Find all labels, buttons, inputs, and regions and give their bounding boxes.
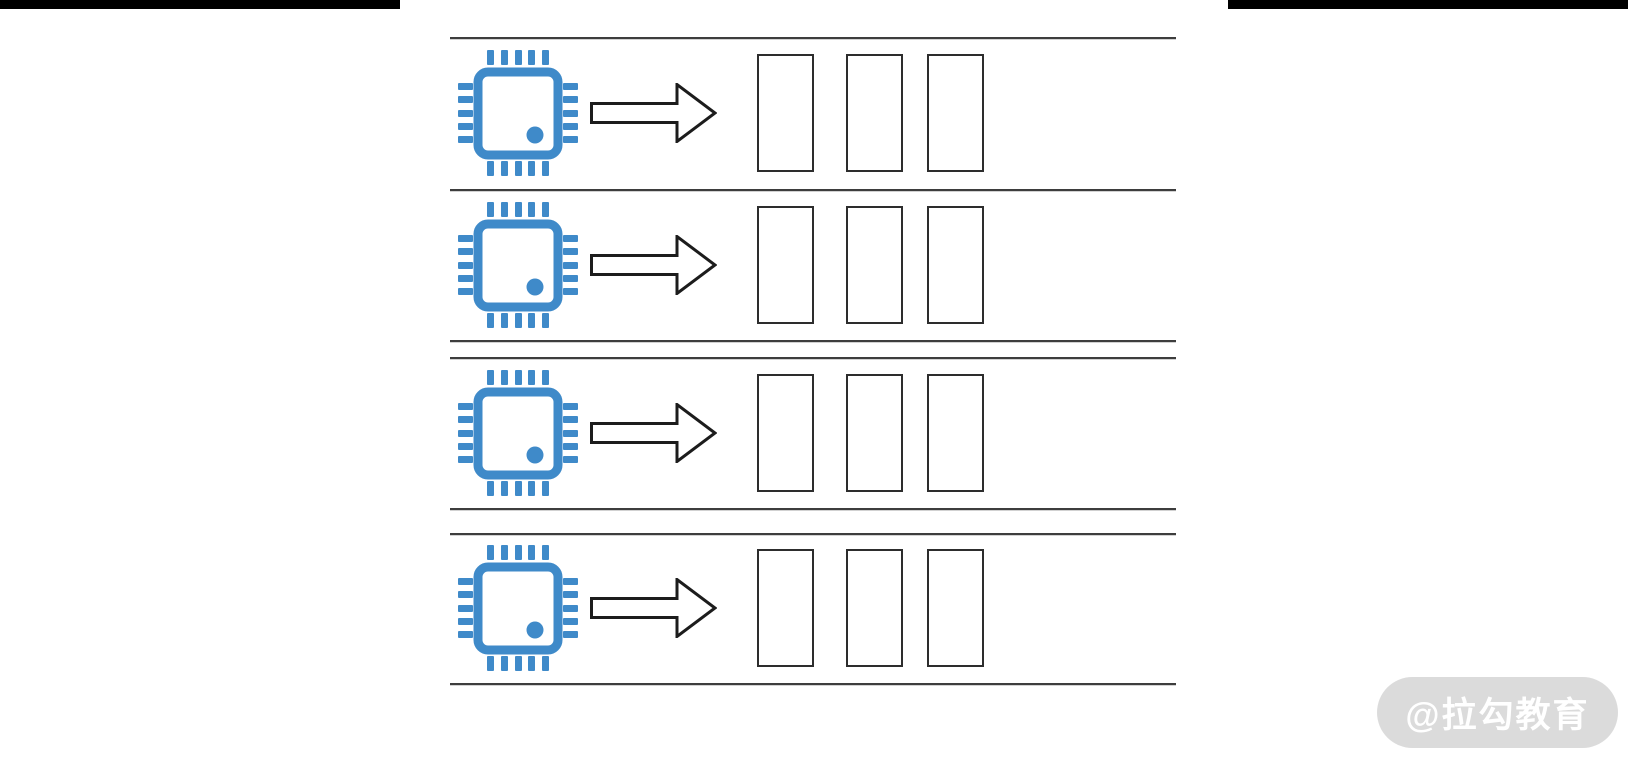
task-queue	[450, 50, 1176, 176]
task-queue	[450, 202, 1176, 328]
cpu-chip-icon	[458, 202, 578, 328]
arrow-right-icon	[590, 578, 717, 638]
separator-line	[450, 37, 1176, 39]
separator-line	[450, 508, 1176, 510]
separator-line	[450, 683, 1176, 685]
arrow-right-icon	[590, 235, 717, 295]
cpu-chip-icon	[458, 50, 578, 176]
cpu-lane-1	[450, 50, 1176, 176]
task-slot	[757, 206, 814, 324]
top-left-black-bar	[0, 0, 400, 9]
task-slot	[927, 549, 984, 667]
task-slot	[757, 549, 814, 667]
separator-line	[450, 189, 1176, 191]
separator-line	[450, 357, 1176, 359]
cpu-lane-4	[450, 545, 1176, 671]
task-slot	[846, 374, 903, 492]
task-slot	[757, 54, 814, 172]
task-slot	[757, 374, 814, 492]
arrow-right-icon	[590, 83, 717, 143]
task-slot	[846, 206, 903, 324]
cpu-lane-3	[450, 370, 1176, 496]
top-right-black-bar	[1228, 0, 1628, 9]
task-slot	[846, 549, 903, 667]
arrow-right-icon	[590, 403, 717, 463]
task-slot	[927, 54, 984, 172]
separator-line	[450, 340, 1176, 342]
separator-line	[450, 533, 1176, 535]
cpu-chip-icon	[458, 370, 578, 496]
task-slot	[846, 54, 903, 172]
watermark-badge: @拉勾教育	[1377, 677, 1618, 748]
cpu-lane-2	[450, 202, 1176, 328]
task-slot	[927, 206, 984, 324]
task-queue	[450, 545, 1176, 671]
watermark-text: @拉勾教育	[1405, 696, 1590, 735]
cpu-chip-icon	[458, 545, 578, 671]
task-queue	[450, 370, 1176, 496]
task-slot	[927, 374, 984, 492]
